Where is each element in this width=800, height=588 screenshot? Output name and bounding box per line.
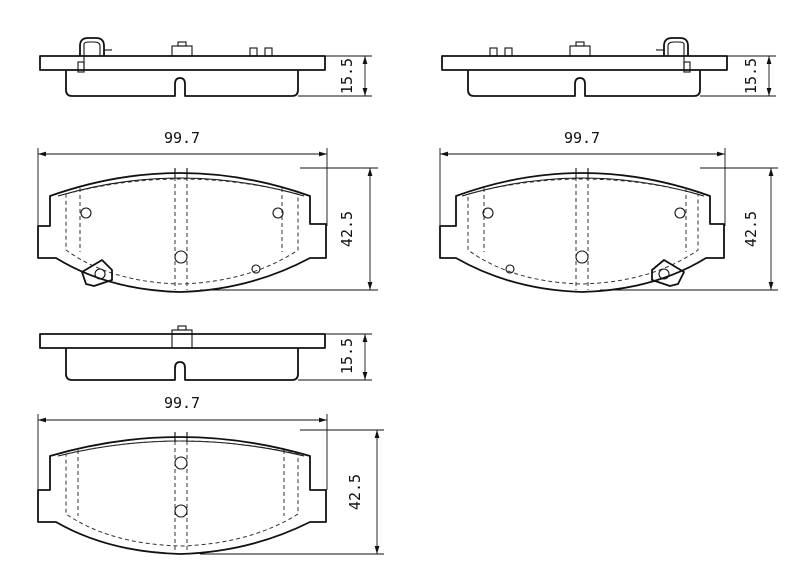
thickness-label-lower: 15.5 — [338, 338, 356, 374]
side-view-lower — [39, 325, 326, 381]
thickness-label-upper-right: 15.5 — [742, 58, 760, 94]
pad-front-view-lower — [37, 432, 327, 555]
width-dimension-upper-left: 99.7 — [37, 129, 328, 226]
height-label-lower: 42.5 — [346, 474, 364, 510]
height-label-upper-right: 42.5 — [742, 211, 760, 247]
height-dimension-upper-left: 42.5 — [200, 167, 378, 291]
height-dimension-lower: 42.5 — [200, 429, 384, 555]
width-label-lower: 99.7 — [164, 394, 200, 412]
thickness-label-upper-left: 15.5 — [338, 58, 356, 94]
pad-front-view-upper-right — [439, 168, 725, 293]
pad-front-view-upper-left — [37, 168, 327, 293]
width-label-upper-right: 99.7 — [564, 129, 600, 147]
width-dimension-lower: 99.7 — [37, 394, 328, 490]
height-dimension-upper-right: 42.5 — [600, 167, 778, 291]
thickness-dimension-lower: 15.5 — [298, 333, 372, 381]
side-view-upper-right — [441, 37, 728, 97]
height-label-upper-left: 42.5 — [338, 211, 356, 247]
width-label-upper-left: 99.7 — [164, 129, 200, 147]
thickness-dimension-upper-right: 15.5 — [700, 55, 776, 97]
side-view-upper-left — [39, 37, 326, 97]
width-dimension-upper-right: 99.7 — [439, 129, 726, 226]
thickness-dimension-upper-left: 15.5 — [298, 55, 372, 97]
